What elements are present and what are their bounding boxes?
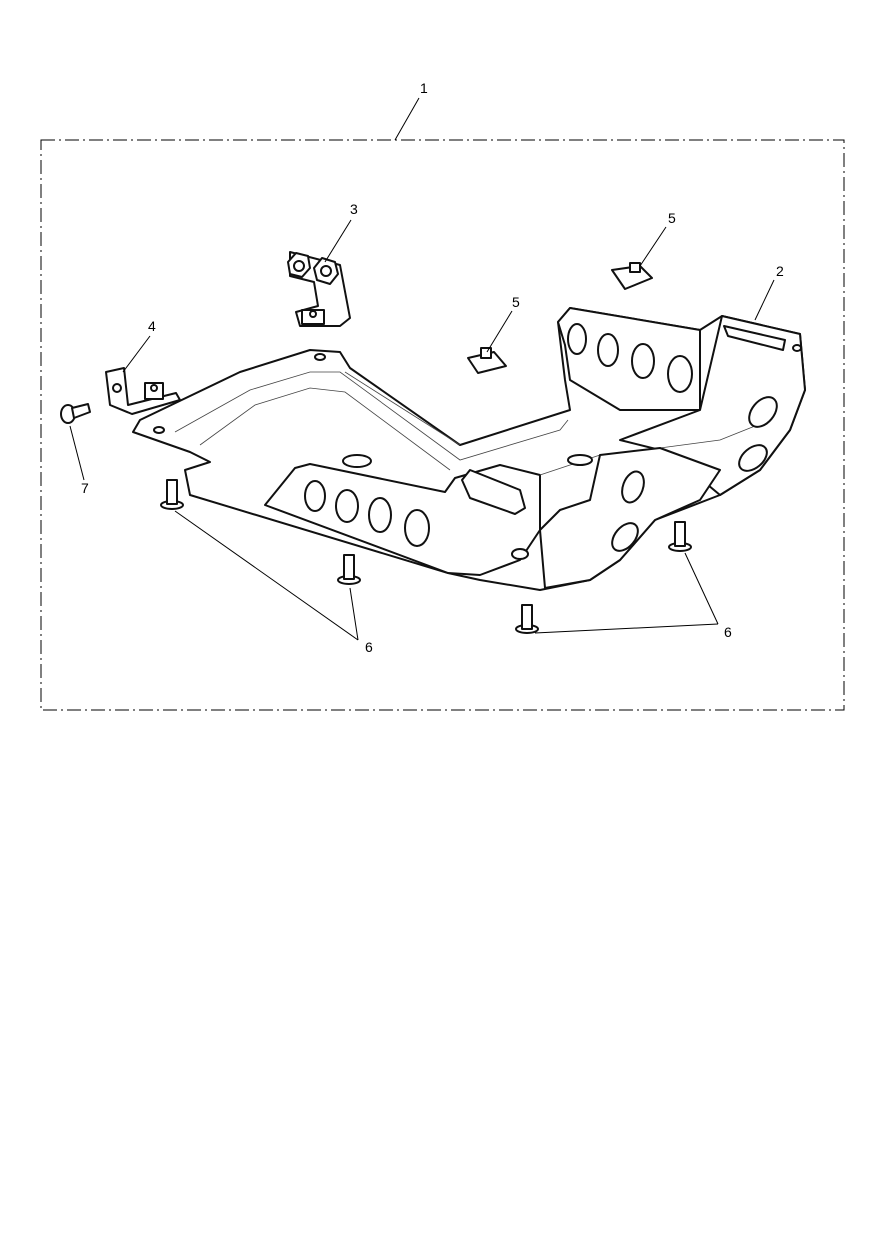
clip-nut-middle	[467, 347, 507, 374]
callout-5-upper: 5	[668, 210, 676, 226]
callout-6-left: 6	[365, 639, 373, 655]
bolt	[60, 403, 91, 424]
angle-bracket-nut	[105, 367, 181, 415]
callout-2: 2	[776, 263, 784, 279]
bracket-with-nuts	[287, 251, 351, 327]
rivet-3	[515, 604, 539, 634]
clip-nut-upper	[611, 262, 653, 290]
callout-4: 4	[148, 318, 156, 334]
callout-6-right: 6	[724, 624, 732, 640]
callout-7: 7	[81, 480, 89, 496]
leader-lines	[69, 97, 775, 641]
callout-3: 3	[350, 201, 358, 217]
rivet-2	[337, 554, 361, 585]
kit-boundary	[40, 139, 845, 711]
rivet-1	[160, 479, 184, 510]
skid-plate	[132, 307, 806, 591]
rivet-4	[668, 521, 692, 552]
callout-5-middle: 5	[512, 294, 520, 310]
callout-1: 1	[420, 80, 428, 96]
